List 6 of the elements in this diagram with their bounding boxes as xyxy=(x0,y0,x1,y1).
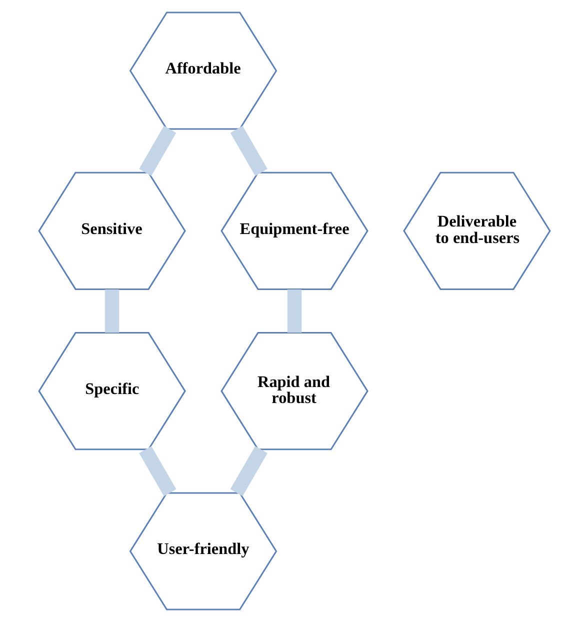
connector xyxy=(138,446,176,496)
connector xyxy=(230,446,267,496)
connector xyxy=(286,289,302,333)
connector xyxy=(230,126,267,176)
connector xyxy=(104,289,119,333)
connector xyxy=(138,126,176,176)
